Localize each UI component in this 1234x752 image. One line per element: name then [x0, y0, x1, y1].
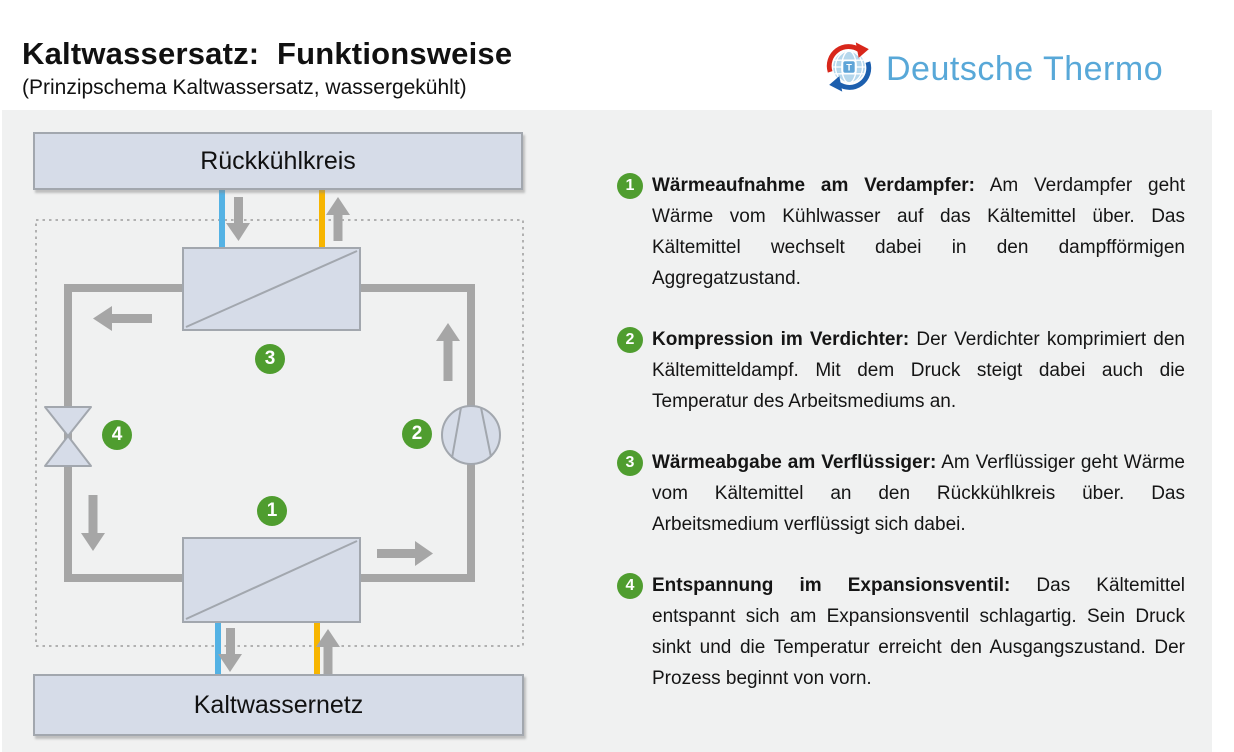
diagram-step-marker-2: 2: [402, 419, 432, 449]
ruckkuhlkreis-box: Rückkühlkreis: [33, 132, 523, 190]
list-item: 1 Wärmeaufnahme am Verdampfer: Am Verdam…: [617, 170, 1185, 294]
list-item: 2 Kompression im Verdichter: Der Verdich…: [617, 324, 1185, 417]
step-text: Wärmeabgabe am Verflüssiger: Am Verflüss…: [652, 447, 1185, 540]
logo-monogram-tile: [842, 60, 856, 74]
step-number-badge: 1: [617, 173, 643, 199]
blue-cycle-arrow-icon: [836, 61, 872, 90]
step-title: Kompression im Verdichter:: [652, 329, 910, 350]
step-body: Am Verflüssiger geht Wärme vom Kältemitt…: [652, 452, 1185, 535]
explanation-list: 1 Wärmeaufnahme am Verdampfer: Am Verdam…: [617, 170, 1185, 724]
blue-arrow-head-icon: [829, 76, 843, 92]
diagram-step-marker-1: 1: [257, 496, 287, 526]
list-item: 4 Entspannung im Expansionsventil: Das K…: [617, 570, 1185, 694]
list-item: 3 Wärmeabgabe am Verflüssiger: Am Verflü…: [617, 447, 1185, 540]
step-number-badge: 2: [617, 327, 643, 353]
step-text: Kompression im Verdichter: Der Verdichte…: [652, 324, 1185, 417]
step-body: Der Verdichter komprimiert den Kältemitt…: [652, 329, 1185, 412]
diagram-step-marker-4: 4: [102, 420, 132, 450]
page-title: Kaltwassersatz: Funktionsweise: [22, 36, 513, 71]
step-text: Entspannung im Expansionsventil: Das Käl…: [652, 570, 1185, 694]
step-number-badge: 3: [617, 450, 643, 476]
step-body: Am Verdampfer geht Wärme vom Kühlwasser …: [652, 175, 1185, 289]
thermo-cycle-globe-icon: T: [826, 42, 872, 92]
red-arrow-head-icon: [855, 42, 869, 58]
step-title: Entspannung im Expansionsventil:: [652, 575, 1011, 596]
logo-monogram: T: [846, 63, 852, 73]
brand-name: Deutsche Thermo: [886, 50, 1164, 88]
step-title: Wärmeaufnahme am Verdampfer:: [652, 175, 975, 196]
ruckkuhlkreis-label: Rückkühlkreis: [200, 146, 356, 175]
page-subtitle: (Prinzipschema Kaltwassersatz, wassergek…: [22, 76, 467, 99]
step-title: Wärmeabgabe am Verflüssiger:: [652, 452, 937, 473]
diagram-step-marker-3: 3: [255, 344, 285, 374]
kaltwassernetz-box: Kaltwassernetz: [33, 674, 524, 736]
step-body: Das Kältemittel entspannt sich am Expans…: [652, 575, 1185, 689]
step-number-badge: 4: [617, 573, 643, 599]
red-cycle-arrow-icon: [826, 44, 862, 73]
step-text: Wärmeaufnahme am Verdampfer: Am Verdampf…: [652, 170, 1185, 294]
kaltwassernetz-label: Kaltwassernetz: [193, 690, 364, 719]
